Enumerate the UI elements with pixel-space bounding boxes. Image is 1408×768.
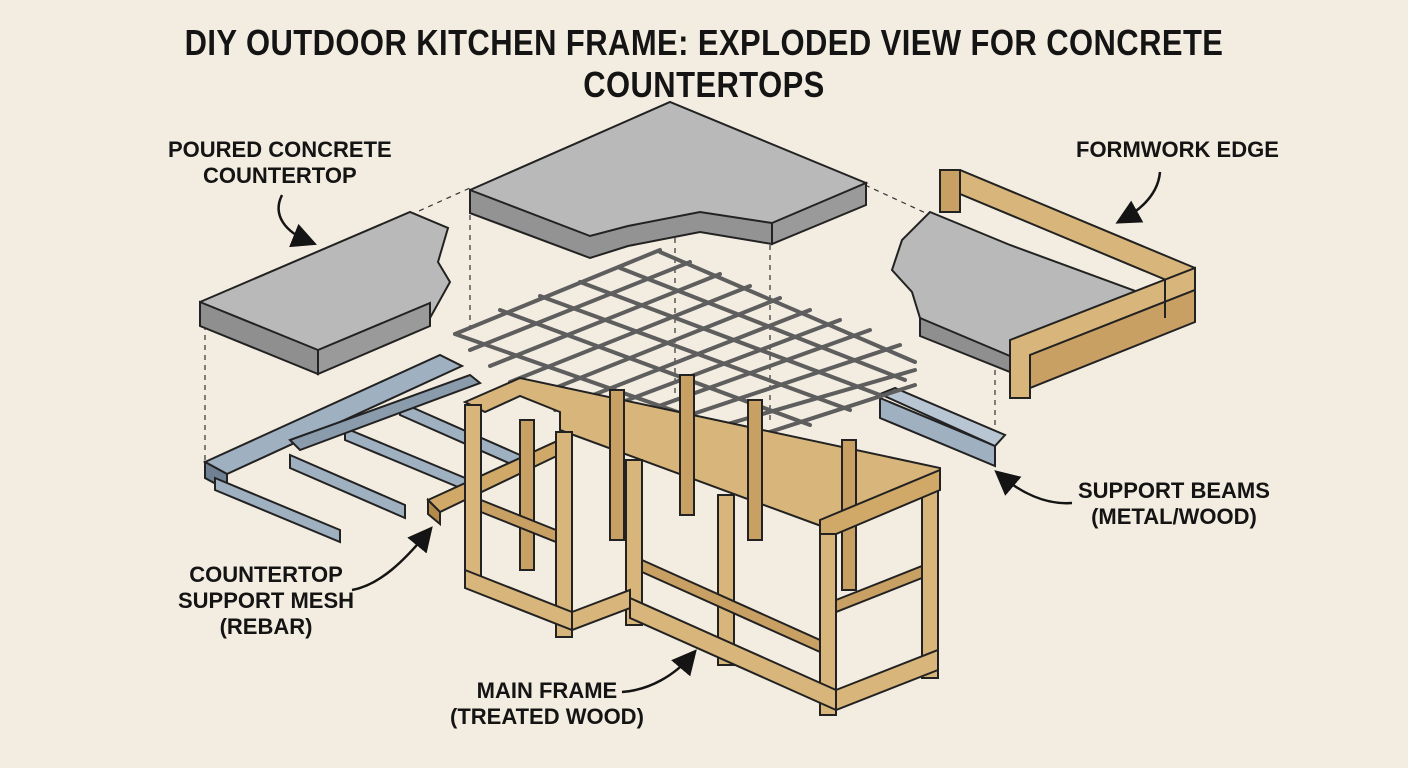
label-line: COUNTERTOP	[189, 562, 343, 587]
curved-arrow-icon	[994, 470, 1073, 505]
label-line: (REBAR)	[219, 614, 313, 639]
right-support-beam	[877, 386, 1007, 468]
label-main-frame: MAIN FRAME (TREATED WOOD)	[450, 678, 644, 730]
label-formwork-edge: FORMWORK EDGE	[1076, 137, 1279, 163]
label-support-beams: SUPPORT BEAMS (METAL/WOOD)	[1078, 478, 1270, 530]
label-line: SUPPORT BEAMS	[1078, 478, 1270, 503]
rebar-mesh	[453, 248, 917, 450]
callout-arrows	[277, 171, 1162, 694]
curved-arrow-icon	[277, 194, 317, 248]
label-line: (TREATED WOOD)	[450, 704, 644, 729]
main-wood-frame	[426, 374, 941, 716]
curved-arrow-icon	[1115, 171, 1162, 224]
label-line: (METAL/WOOD)	[1091, 504, 1257, 529]
label-line: SUPPORT MESH	[178, 588, 355, 613]
center-concrete-slab	[469, 100, 869, 260]
curved-arrow-icon	[621, 649, 697, 694]
label-poured-concrete-countertop: POURED CONCRETE COUNTERTOP	[168, 137, 392, 189]
left-support-beams	[202, 353, 521, 544]
label-line: COUNTERTOP	[203, 163, 357, 188]
label-line: FORMWORK EDGE	[1076, 137, 1279, 162]
diagram-title: DIY OUTDOOR KITCHEN FRAME: EXPLODED VIEW…	[184, 22, 1224, 105]
label-line: POURED CONCRETE	[168, 137, 392, 162]
label-line: MAIN FRAME	[476, 678, 618, 703]
left-concrete-slab	[199, 210, 452, 376]
formwork-edge	[939, 169, 1196, 399]
curved-arrow-icon	[351, 526, 433, 592]
label-countertop-support-mesh: COUNTERTOP SUPPORT MESH (REBAR)	[178, 562, 354, 640]
